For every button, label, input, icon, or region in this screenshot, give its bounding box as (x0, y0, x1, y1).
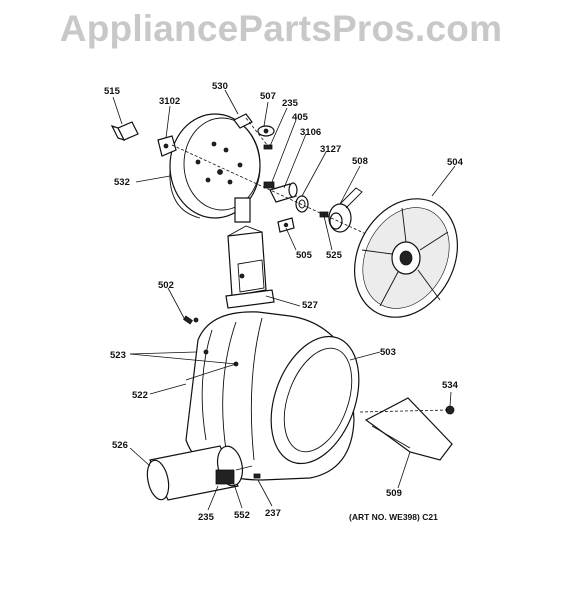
plate-505 (277, 217, 295, 233)
callout-504: 504 (447, 157, 464, 168)
callout-552: 552 (234, 510, 250, 521)
washer-3127 (295, 195, 309, 213)
callout-labels: 515 3102 530 507 235 405 3106 3127 508 5… (104, 81, 464, 523)
art-number-note: (ART NO. WE398) C21 (349, 512, 438, 522)
baffle-509 (364, 397, 453, 461)
callout-525: 525 (326, 250, 343, 261)
screw-502 (183, 315, 193, 325)
bracket-3102 (157, 135, 177, 157)
leader-lines (112, 89, 456, 511)
callout-530: 530 (212, 81, 228, 92)
callout-3127: 3127 (320, 144, 341, 155)
callout-3106: 3106 (300, 127, 321, 138)
callout-237: 237 (265, 508, 281, 519)
screw-235-top (263, 144, 273, 150)
callout-515: 515 (104, 86, 121, 97)
shaft-405 (263, 181, 275, 189)
callout-503: 503 (380, 347, 396, 358)
callout-534: 534 (442, 380, 459, 391)
drum-503 (185, 311, 360, 481)
front-grille-504 (353, 198, 459, 318)
callout-235-bottom: 235 (198, 512, 215, 523)
callout-527: 527 (302, 300, 318, 311)
callout-507: 507 (260, 91, 276, 102)
clip-515 (110, 121, 139, 142)
callout-523: 523 (110, 350, 126, 361)
rear-bulkhead (169, 113, 261, 223)
callout-3102: 3102 (159, 96, 180, 107)
callout-522: 522 (132, 390, 148, 401)
watermark-logo: AppliancePartsPros.com (59, 8, 503, 49)
callout-526: 526 (112, 440, 128, 451)
callout-235-top: 235 (282, 98, 299, 109)
screw-237 (253, 473, 261, 479)
bearing-3106 (269, 182, 298, 203)
wheel-508 (328, 187, 363, 233)
callout-508: 508 (352, 156, 368, 167)
callout-405: 405 (292, 112, 309, 123)
callout-502: 502 (158, 280, 174, 291)
callout-509: 509 (386, 488, 402, 499)
heater-duct-526 (146, 445, 253, 501)
hardware-507 (257, 125, 275, 137)
hardware-530 (233, 113, 253, 129)
callout-505: 505 (296, 250, 313, 261)
callout-532: 532 (114, 177, 130, 188)
motor-mount-527 (225, 225, 275, 309)
